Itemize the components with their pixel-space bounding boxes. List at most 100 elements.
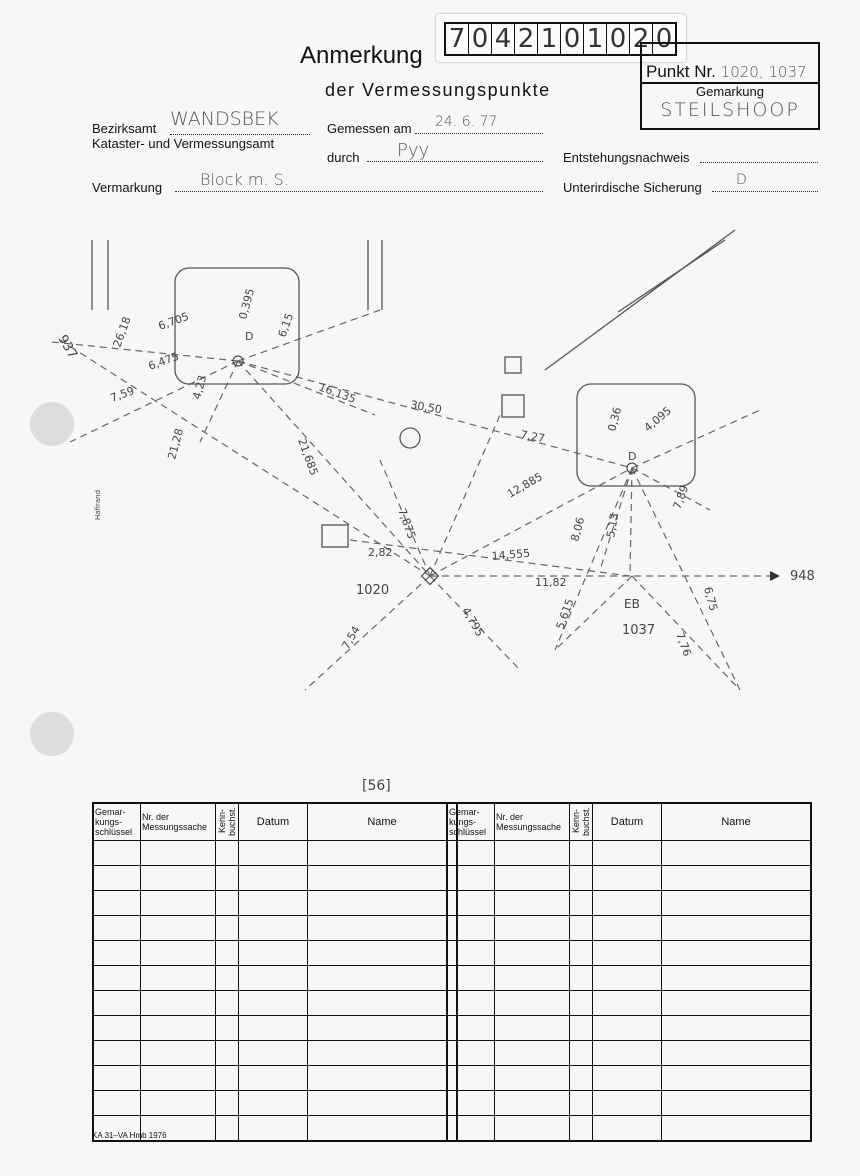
table-cell[interactable]: [661, 840, 812, 866]
table-cell[interactable]: [569, 865, 593, 891]
table-cell[interactable]: [661, 1115, 812, 1142]
table-cell[interactable]: [238, 965, 308, 991]
table-cell[interactable]: [238, 1015, 308, 1041]
table-cell[interactable]: [494, 1040, 570, 1066]
table-cell[interactable]: [592, 840, 662, 866]
table-cell[interactable]: [238, 1065, 308, 1091]
table-cell[interactable]: [592, 965, 662, 991]
table-cell[interactable]: [215, 1115, 239, 1142]
table-cell[interactable]: [569, 890, 593, 916]
vermarkung-field[interactable]: Block m. S.: [175, 170, 543, 192]
table-cell[interactable]: [215, 940, 239, 966]
table-cell[interactable]: [238, 865, 308, 891]
table-cell[interactable]: [592, 1065, 662, 1091]
table-cell[interactable]: [92, 1090, 141, 1116]
sicherung-field[interactable]: D: [712, 172, 818, 192]
table-cell[interactable]: [446, 915, 495, 941]
table-cell[interactable]: [494, 1015, 570, 1041]
table-cell[interactable]: [307, 1015, 458, 1041]
table-cell[interactable]: [661, 1065, 812, 1091]
table-cell[interactable]: [140, 1065, 216, 1091]
table-cell[interactable]: [215, 865, 239, 891]
table-cell[interactable]: [592, 915, 662, 941]
table-cell[interactable]: [238, 1040, 308, 1066]
table-cell[interactable]: [238, 940, 308, 966]
table-cell[interactable]: [569, 1090, 593, 1116]
table-cell[interactable]: [661, 1040, 812, 1066]
table-cell[interactable]: [446, 1115, 495, 1142]
table-cell[interactable]: [592, 1090, 662, 1116]
table-cell[interactable]: [307, 1040, 458, 1066]
table-cell[interactable]: [661, 890, 812, 916]
table-cell[interactable]: [661, 965, 812, 991]
table-cell[interactable]: [238, 890, 308, 916]
table-cell[interactable]: [446, 840, 495, 866]
table-cell[interactable]: [215, 1065, 239, 1091]
table-cell[interactable]: [307, 915, 458, 941]
table-cell[interactable]: [215, 1090, 239, 1116]
table-cell[interactable]: [92, 1015, 141, 1041]
table-cell[interactable]: [238, 1090, 308, 1116]
table-cell[interactable]: [92, 1040, 141, 1066]
table-cell[interactable]: [92, 915, 141, 941]
table-cell[interactable]: [494, 890, 570, 916]
table-cell[interactable]: [569, 965, 593, 991]
table-cell[interactable]: [661, 1090, 812, 1116]
table-cell[interactable]: [92, 840, 141, 866]
table-cell[interactable]: [446, 890, 495, 916]
table-cell[interactable]: [494, 940, 570, 966]
table-cell[interactable]: [494, 1115, 570, 1142]
table-cell[interactable]: [238, 840, 308, 866]
table-cell[interactable]: [140, 840, 216, 866]
table-cell[interactable]: [494, 865, 570, 891]
table-cell[interactable]: [592, 940, 662, 966]
table-cell[interactable]: [446, 1040, 495, 1066]
table-cell[interactable]: [238, 915, 308, 941]
table-cell[interactable]: [569, 840, 593, 866]
table-cell[interactable]: [592, 1115, 662, 1142]
table-cell[interactable]: [446, 1065, 495, 1091]
table-cell[interactable]: [661, 990, 812, 1016]
table-cell[interactable]: [92, 1115, 141, 1142]
table-cell[interactable]: [140, 1015, 216, 1041]
table-cell[interactable]: [140, 940, 216, 966]
table-cell[interactable]: [92, 865, 141, 891]
table-cell[interactable]: [307, 940, 458, 966]
table-cell[interactable]: [215, 1040, 239, 1066]
table-cell[interactable]: [215, 1015, 239, 1041]
table-cell[interactable]: [307, 840, 458, 866]
table-cell[interactable]: [140, 1090, 216, 1116]
table-cell[interactable]: [307, 1065, 458, 1091]
table-cell[interactable]: [215, 915, 239, 941]
table-cell[interactable]: [569, 915, 593, 941]
table-cell[interactable]: [92, 990, 141, 1016]
table-cell[interactable]: [307, 965, 458, 991]
table-cell[interactable]: [494, 990, 570, 1016]
table-cell[interactable]: [569, 940, 593, 966]
table-cell[interactable]: [307, 865, 458, 891]
table-cell[interactable]: [140, 890, 216, 916]
table-cell[interactable]: [661, 915, 812, 941]
table-cell[interactable]: [494, 840, 570, 866]
table-cell[interactable]: [92, 965, 141, 991]
table-cell[interactable]: [569, 1115, 593, 1142]
table-cell[interactable]: [446, 1090, 495, 1116]
table-cell[interactable]: [140, 915, 216, 941]
table-cell[interactable]: [592, 1015, 662, 1041]
table-cell[interactable]: [569, 1065, 593, 1091]
table-cell[interactable]: [307, 1090, 458, 1116]
table-cell[interactable]: [140, 990, 216, 1016]
table-cell[interactable]: [215, 840, 239, 866]
table-cell[interactable]: [446, 940, 495, 966]
table-cell[interactable]: [569, 990, 593, 1016]
durch-field[interactable]: Pyy: [367, 140, 543, 162]
table-cell[interactable]: [494, 915, 570, 941]
table-cell[interactable]: [307, 1115, 458, 1142]
table-cell[interactable]: [592, 865, 662, 891]
table-cell[interactable]: [592, 990, 662, 1016]
table-cell[interactable]: [592, 1040, 662, 1066]
table-cell[interactable]: [446, 865, 495, 891]
table-cell[interactable]: [446, 990, 495, 1016]
table-cell[interactable]: [494, 1065, 570, 1091]
table-cell[interactable]: [238, 1115, 308, 1142]
